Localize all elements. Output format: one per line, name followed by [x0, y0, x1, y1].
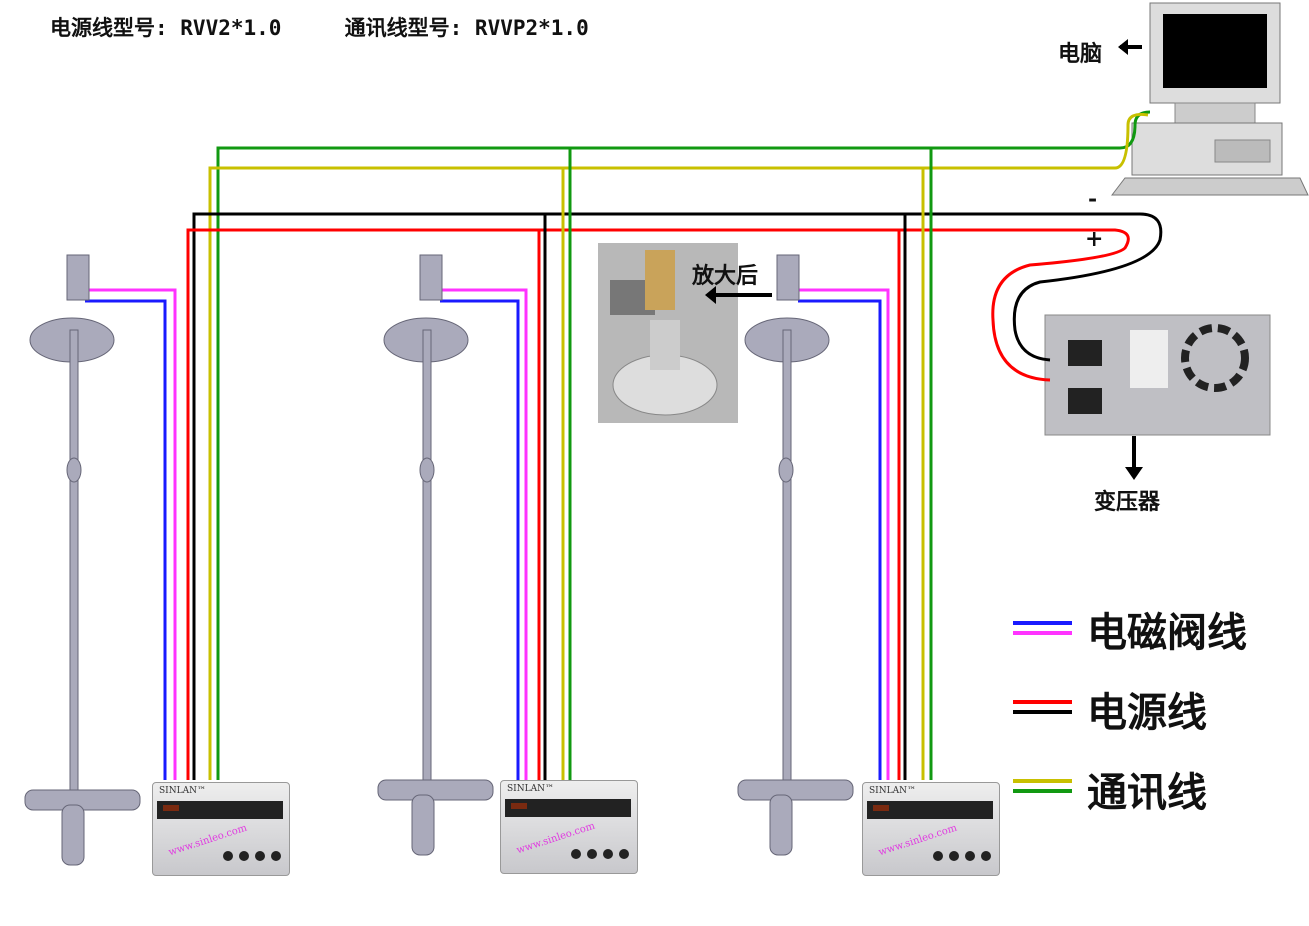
shower-units	[24, 254, 854, 866]
controller-brand: SINLAN™	[507, 784, 554, 794]
legend-valve-wire: 电磁阀线	[1087, 609, 1247, 656]
transformer-icon	[1044, 314, 1271, 436]
valve-zoom-photo	[598, 243, 738, 423]
controller-brand: SINLAN™	[159, 786, 206, 796]
computer-label: 电脑	[1058, 41, 1103, 67]
zoomed-label: 放大后	[692, 263, 759, 289]
transformer-label: 变压器	[1094, 489, 1161, 515]
legend-power-wire: 电源线	[1087, 689, 1207, 736]
controller-brand: SINLAN™	[869, 786, 916, 796]
plus-label: +	[1085, 226, 1104, 252]
minus-label: -	[1088, 186, 1098, 212]
legend-comm-wire: 通讯线	[1087, 769, 1207, 816]
computer-icon	[1110, 2, 1309, 196]
cable-spec: 电源线型号: RVV2*1.0 通讯线型号: RVVP2*1.0	[50, 16, 589, 40]
legend-lines	[1013, 621, 1072, 793]
